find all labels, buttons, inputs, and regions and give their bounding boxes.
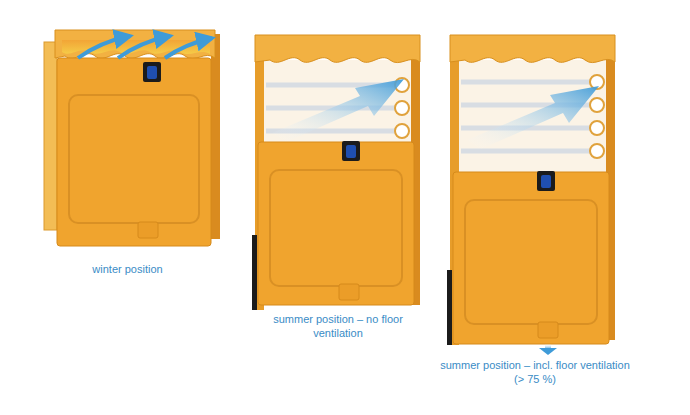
position-label: summer position – no floor ventilation [268,312,408,340]
summer-floor-unit [447,35,615,355]
position-label: winter position [45,262,210,276]
winter-unit [44,30,220,246]
summer-unit [252,35,420,310]
position-label: summer position – incl. floor ventilatio… [440,358,630,386]
